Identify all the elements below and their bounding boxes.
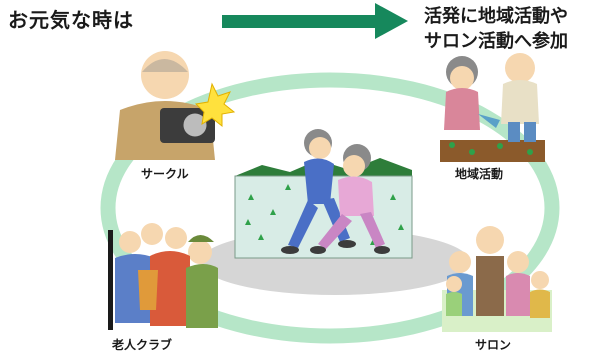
club-caption: 老人クラブ bbox=[112, 338, 173, 352]
right-title: 活発に地域活動や サロン活動へ参加 bbox=[424, 4, 568, 54]
circle-caption: サークル bbox=[141, 167, 189, 181]
salon-image bbox=[442, 226, 552, 332]
cycle-ring bbox=[100, 72, 560, 344]
right-arrow-icon bbox=[222, 3, 408, 39]
salon-caption: サロン bbox=[475, 338, 512, 352]
community-activity-image bbox=[440, 53, 545, 162]
circle-activity-image bbox=[115, 51, 236, 160]
right-title-line2: サロン活動へ参加 bbox=[424, 31, 568, 52]
elder-club-image bbox=[108, 223, 218, 330]
left-title: お元気な時は bbox=[8, 8, 134, 32]
walking-couple-image bbox=[281, 129, 390, 254]
right-title-line1: 活発に地域活動や bbox=[424, 6, 568, 27]
community-caption: 地域活動 bbox=[455, 167, 504, 181]
